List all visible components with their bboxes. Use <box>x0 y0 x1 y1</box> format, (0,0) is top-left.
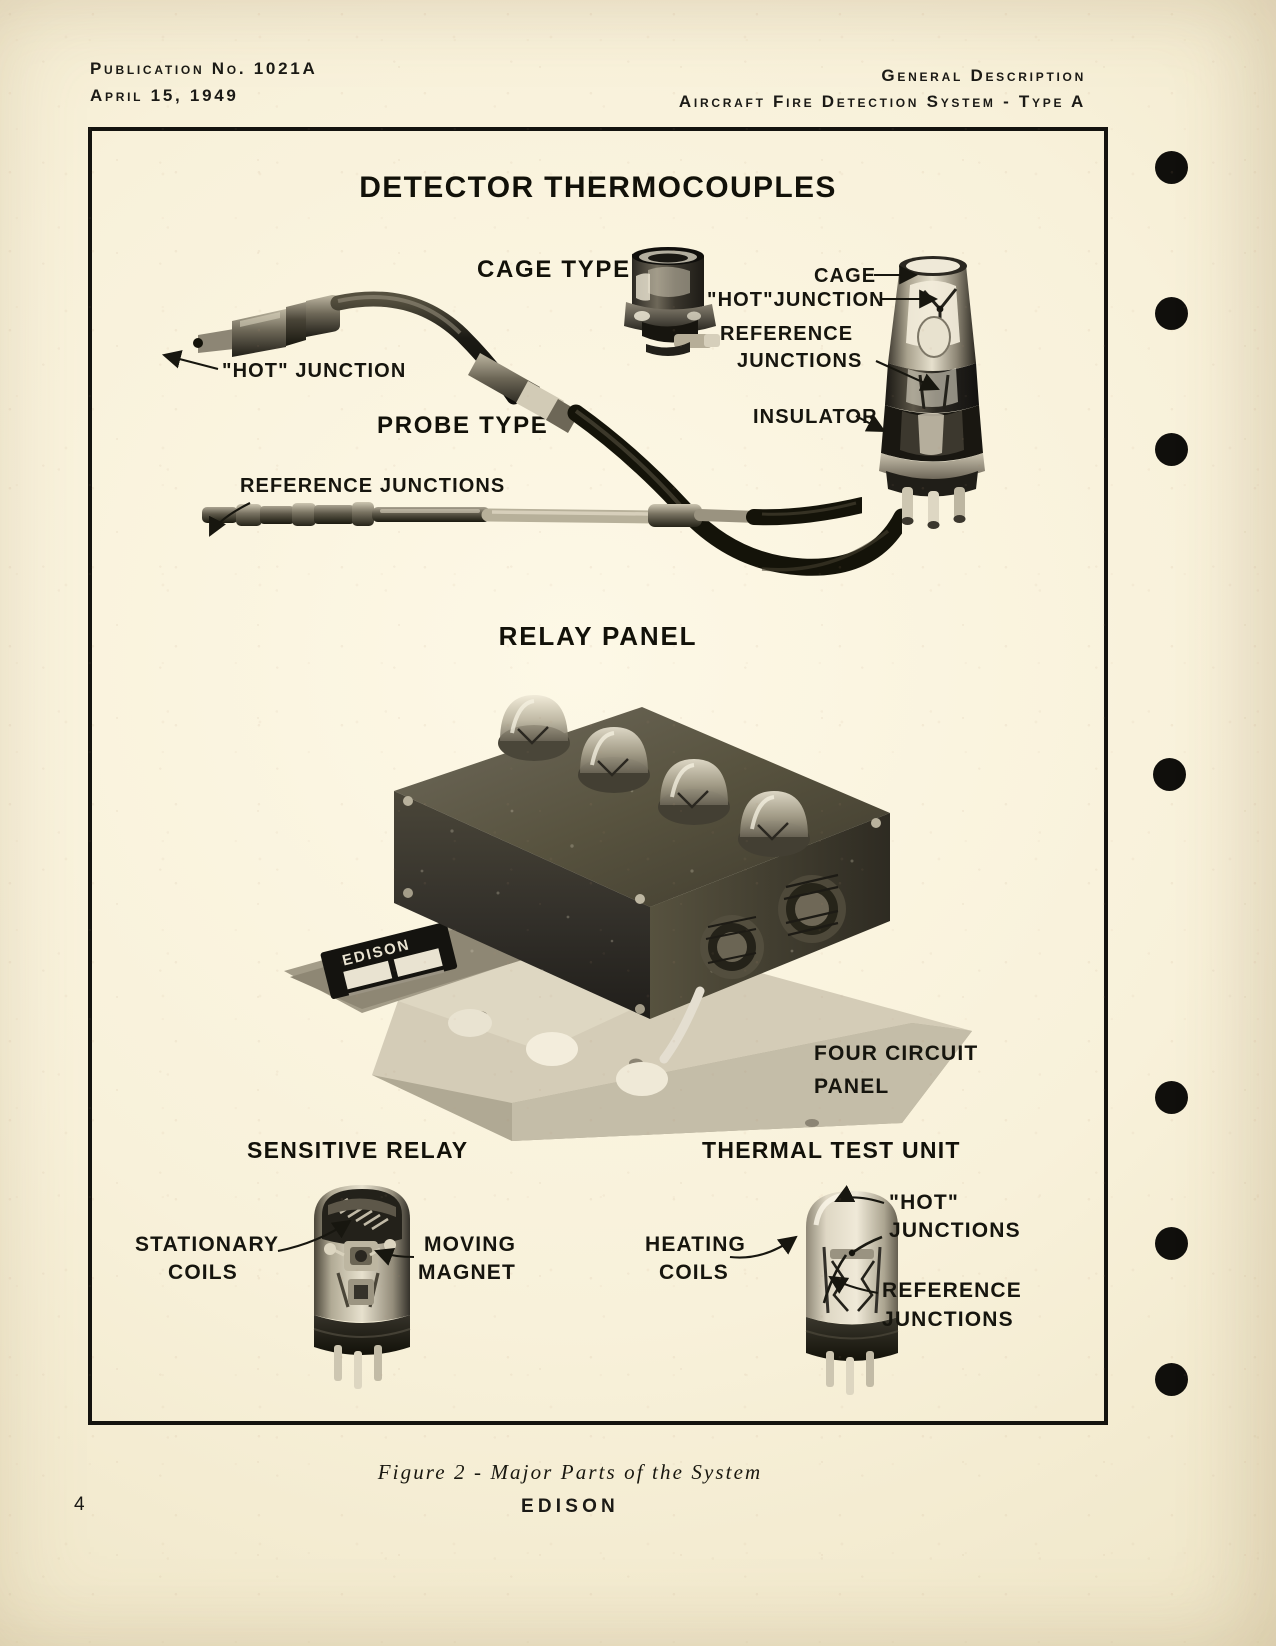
heading-thermal-test-unit: THERMAL TEST UNIT <box>702 1137 961 1163</box>
photo-cage-type-socket <box>624 247 720 356</box>
binder-punch-hole <box>1155 1081 1188 1114</box>
callout-reference-junctions-ttu-line2: JUNCTIONS <box>882 1308 1014 1331</box>
heading-sensitive-relay: SENSITIVE RELAY <box>247 1137 469 1163</box>
callout-moving-magnet-line2: MAGNET <box>418 1261 516 1284</box>
callout-reference-junctions-cage-line1: REFERENCE <box>720 323 854 345</box>
callout-four-circuit-panel-line1: FOUR CIRCUIT <box>814 1042 979 1065</box>
binder-punch-hole <box>1155 151 1188 184</box>
callout-reference-junctions-probe: REFERENCE JUNCTIONS <box>240 475 506 497</box>
photo-probe-type-assembly <box>193 291 902 576</box>
callout-hot-junction-cage: "HOT"JUNCTION <box>707 289 885 311</box>
binder-punch-hole <box>1155 1227 1188 1260</box>
callout-hot-junctions-line1: "HOT" <box>889 1191 960 1214</box>
header-publication-number: Publication No. 1021A <box>90 59 318 78</box>
callout-stationary-coils-line1: STATIONARY <box>135 1233 280 1256</box>
heading-cage-type: CAGE TYPE <box>477 256 631 283</box>
callout-insulator: INSULATOR <box>753 406 878 428</box>
page-number: 4 <box>74 1494 86 1515</box>
heading-probe-type: PROBE TYPE <box>377 412 549 439</box>
callout-heating-coils-line2: COILS <box>659 1261 729 1284</box>
header-system-type: Aircraft Fire Detection System - Type A <box>678 92 1086 111</box>
callout-heating-coils-line1: HEATING <box>645 1233 747 1256</box>
heading-relay-panel: RELAY PANEL <box>498 621 698 651</box>
callout-stationary-coils-line2: COILS <box>168 1261 238 1284</box>
binder-punch-hole <box>1155 297 1188 330</box>
callout-hot-junctions-line2: JUNCTIONS <box>889 1219 1021 1242</box>
header-date: April 15, 1949 <box>90 86 239 105</box>
footer-brand: EDISON <box>521 1496 619 1517</box>
binder-punch-holes <box>1130 0 1276 1646</box>
photo-relay-panel: EDISON <box>284 695 972 1141</box>
figure-caption: Figure 2 - Major Parts of the System <box>377 1460 763 1484</box>
binder-punch-hole <box>1153 758 1186 791</box>
callout-reference-junctions-cage-line2: JUNCTIONS <box>737 350 863 372</box>
binder-punch-hole <box>1155 433 1188 466</box>
photo-sensitive-relay <box>313 1185 411 1389</box>
callout-reference-junctions-ttu-line1: REFERENCE <box>882 1279 1022 1302</box>
figure-frame: DETECTOR THERMOCOUPLES CAGE TYPE PROBE T… <box>88 127 1108 1425</box>
callout-hot-junction-probe: "HOT" JUNCTION <box>222 360 407 382</box>
binder-punch-hole <box>1155 1363 1188 1396</box>
callout-four-circuit-panel-line2: PANEL <box>814 1075 890 1098</box>
callout-moving-magnet-line1: MOVING <box>424 1233 517 1256</box>
figure-title: DETECTOR THERMOCOUPLES <box>359 171 837 204</box>
callout-cage: CAGE <box>814 265 877 287</box>
header-general-description: General Description <box>881 66 1086 85</box>
